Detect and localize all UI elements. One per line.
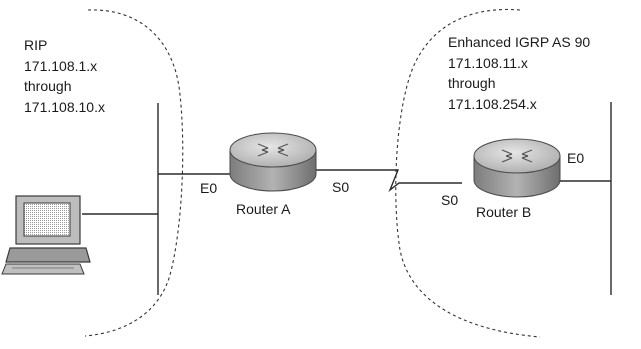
router-a-icon	[229, 132, 317, 192]
router-b-s0-label: S0	[441, 192, 458, 208]
rip-domain-boundary	[84, 9, 184, 337]
router-a-s0-label: S0	[332, 179, 349, 195]
rip-range-word: through	[24, 78, 71, 94]
router-b-name: Router B	[476, 204, 531, 220]
router-a-e0-label: E0	[200, 180, 217, 196]
igrp-range-start: 171.108.11.x	[448, 55, 528, 71]
serial-link	[316, 169, 462, 193]
rip-range-end: 171.108.10.x	[24, 99, 105, 115]
igrp-domain-boundary	[395, 8, 541, 338]
igrp-range-end: 171.108.254.x	[448, 96, 537, 112]
igrp-protocol-label: Enhanced IGRP AS 90	[448, 34, 590, 50]
rip-range-start: 171.108.1.x	[24, 58, 97, 74]
rip-protocol-label: RIP	[24, 37, 47, 53]
igrp-range-word: through	[448, 75, 495, 91]
router-b-e0-label: E0	[567, 150, 584, 166]
router-a-name: Router A	[236, 201, 291, 217]
router-b-icon	[473, 138, 561, 198]
workstation-icon	[1, 195, 91, 275]
